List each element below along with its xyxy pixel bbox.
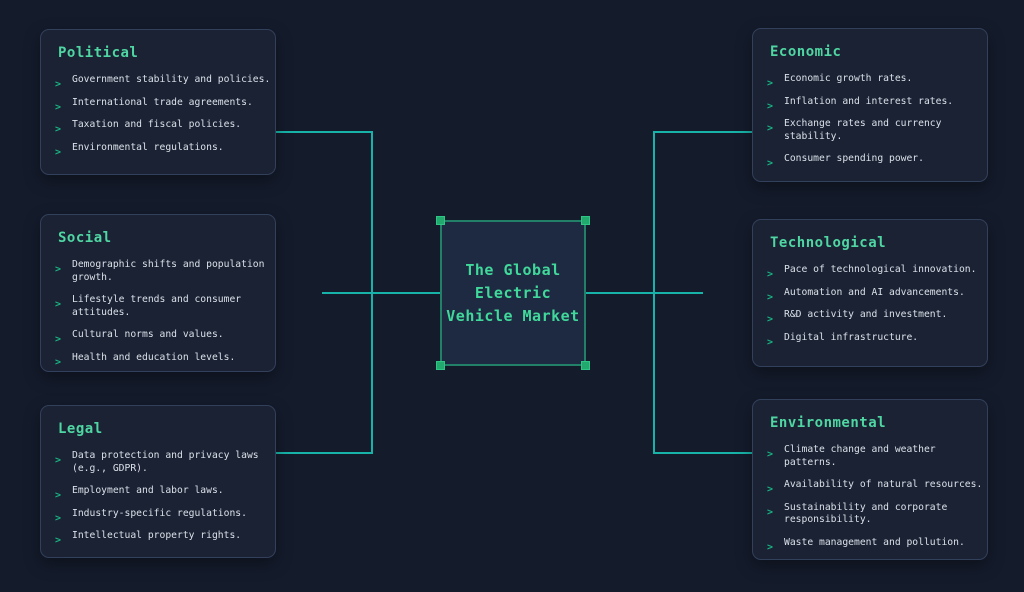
list-item: > Consumer spending power. bbox=[767, 153, 983, 169]
chevron-bullet-icon: > bbox=[767, 449, 774, 460]
chevron-bullet-icon: > bbox=[55, 535, 62, 546]
chevron-bullet-icon: > bbox=[767, 484, 774, 495]
category-title: Political bbox=[58, 45, 139, 61]
resize-handle-top-left[interactable] bbox=[436, 216, 445, 225]
list-item: > Demographic shifts and population grow… bbox=[55, 259, 271, 284]
chevron-bullet-icon: > bbox=[767, 100, 774, 112]
list-item-text: Lifestyle trends and consumer attitudes. bbox=[72, 294, 242, 318]
chevron-bullet-icon: > bbox=[767, 269, 774, 280]
list-item-text: Taxation and fiscal policies. bbox=[72, 119, 242, 130]
list-item: > Economic growth rates. bbox=[767, 73, 983, 89]
chevron-bullet-icon: > bbox=[55, 264, 62, 275]
list-item: > Environmental regulations. bbox=[55, 141, 271, 158]
list-item-text: Digital infrastructure. bbox=[784, 331, 919, 343]
list-item: > Lifestyle trends and consumer attitude… bbox=[55, 294, 271, 319]
list-item-text: Inflation and interest rates. bbox=[784, 95, 954, 107]
connector-economic-edge bbox=[653, 131, 752, 133]
chevron-bullet-icon: > bbox=[767, 506, 774, 518]
chevron-bullet-icon: > bbox=[55, 490, 62, 501]
list-item-text: Economic growth rates. bbox=[784, 73, 913, 84]
list-item-text: Exchange rates and currency stability. bbox=[784, 118, 942, 142]
center-node-title-line: The Global bbox=[465, 260, 561, 279]
chevron-bullet-icon: > bbox=[55, 79, 62, 90]
chevron-bullet-icon: > bbox=[55, 356, 62, 368]
chevron-bullet-icon: > bbox=[767, 336, 774, 348]
category-box-political[interactable]: Political > Government stability and pol… bbox=[40, 29, 276, 175]
list-item-text: Climate change and weather patterns. bbox=[784, 444, 936, 468]
chevron-bullet-icon: > bbox=[767, 541, 774, 553]
category-title: Economic bbox=[770, 44, 842, 60]
chevron-bullet-icon: > bbox=[767, 78, 774, 89]
list-item: > Cultural norms and values. bbox=[55, 329, 271, 345]
chevron-bullet-icon: > bbox=[55, 455, 62, 466]
list-item-text: Sustainability and corporate responsibil… bbox=[784, 501, 948, 526]
chevron-bullet-icon: > bbox=[55, 124, 62, 135]
list-item-text: R&D activity and investment. bbox=[784, 309, 948, 320]
resize-handle-top-right[interactable] bbox=[581, 216, 590, 225]
list-item: > Pace of technological innovation. bbox=[767, 264, 983, 280]
list-item-text: International trade agreements. bbox=[72, 96, 253, 108]
chevron-bullet-icon: > bbox=[767, 291, 774, 303]
list-item: > Health and education levels. bbox=[55, 351, 271, 368]
category-title: Technological bbox=[770, 235, 887, 251]
resize-handle-bottom-left[interactable] bbox=[436, 361, 445, 370]
category-title: Social bbox=[58, 230, 112, 246]
list-item-text: Intellectual property rights. bbox=[72, 530, 242, 541]
category-box-technological[interactable]: Technological > Pace of technological in… bbox=[752, 219, 988, 367]
list-item: > Industry-specific regulations. bbox=[55, 507, 271, 524]
connector-center-left-edge bbox=[322, 292, 442, 294]
chevron-bullet-icon: > bbox=[55, 146, 62, 158]
list-item: > Exchange rates and currency stability. bbox=[767, 118, 983, 143]
list-item: > Climate change and weather patterns. bbox=[767, 444, 983, 469]
category-title: Legal bbox=[58, 421, 103, 437]
list-item: > Intellectual property rights. bbox=[55, 530, 271, 546]
category-box-environmental[interactable]: Environmental > Climate change and weath… bbox=[752, 399, 988, 560]
category-title: Environmental bbox=[770, 415, 887, 431]
chevron-bullet-icon: > bbox=[55, 334, 62, 345]
resize-handle-bottom-right[interactable] bbox=[581, 361, 590, 370]
list-item: > Inflation and interest rates. bbox=[767, 95, 983, 112]
list-item: > Sustainability and corporate responsib… bbox=[767, 502, 983, 527]
list-item: > Employment and labor laws. bbox=[55, 485, 271, 501]
list-item-text: Pace of technological innovation. bbox=[784, 264, 977, 275]
list-item: > Taxation and fiscal policies. bbox=[55, 119, 271, 135]
category-box-social[interactable]: Social > Demographic shifts and populati… bbox=[40, 214, 276, 372]
list-item: > Waste management and pollution. bbox=[767, 536, 983, 553]
chevron-bullet-icon: > bbox=[767, 123, 774, 134]
list-item: > International trade agreements. bbox=[55, 96, 271, 113]
list-item-text: Consumer spending power. bbox=[784, 153, 924, 164]
connector-legal-edge bbox=[275, 452, 373, 454]
list-item-text: Industry-specific regulations. bbox=[72, 507, 247, 519]
center-node-title-line: Electric bbox=[474, 283, 552, 302]
list-item-text: Government stability and policies. bbox=[72, 74, 271, 85]
list-item-text: Health and education levels. bbox=[72, 351, 236, 363]
list-item-text: Employment and labor laws. bbox=[72, 485, 224, 496]
connector-center-right-edge bbox=[584, 292, 703, 294]
category-box-legal[interactable]: Legal > Data protection and privacy laws… bbox=[40, 405, 276, 558]
list-item-text: Environmental regulations. bbox=[72, 141, 224, 153]
list-item-text: Cultural norms and values. bbox=[72, 329, 224, 340]
list-item: > Data protection and privacy laws (e.g.… bbox=[55, 450, 271, 475]
list-item-text: Availability of natural resources. bbox=[784, 479, 983, 490]
chevron-bullet-icon: > bbox=[767, 314, 774, 325]
list-item: > Automation and AI advancements. bbox=[767, 286, 983, 303]
list-item-text: Automation and AI advancements. bbox=[784, 286, 965, 298]
list-item-text: Demographic shifts and population growth… bbox=[72, 259, 265, 283]
list-item: > R&D activity and investment. bbox=[767, 309, 983, 325]
center-node-title-line: Vehicle Market bbox=[446, 306, 580, 325]
chevron-bullet-icon: > bbox=[55, 101, 62, 113]
center-node-global-ev-market[interactable]: The Global Electric Vehicle Market bbox=[436, 216, 590, 370]
connector-environmental-edge bbox=[653, 452, 752, 454]
list-item: > Government stability and policies. bbox=[55, 74, 271, 90]
connector-political-edge bbox=[275, 131, 373, 133]
chevron-bullet-icon: > bbox=[767, 158, 774, 169]
category-box-economic[interactable]: Economic > Economic growth rates. > Infl… bbox=[752, 28, 988, 182]
list-item: > Digital infrastructure. bbox=[767, 331, 983, 348]
chevron-bullet-icon: > bbox=[55, 512, 62, 524]
list-item: > Availability of natural resources. bbox=[767, 479, 983, 495]
list-item-text: Data protection and privacy laws (e.g., … bbox=[72, 450, 259, 474]
list-item-text: Waste management and pollution. bbox=[784, 536, 965, 548]
chevron-bullet-icon: > bbox=[55, 299, 62, 310]
